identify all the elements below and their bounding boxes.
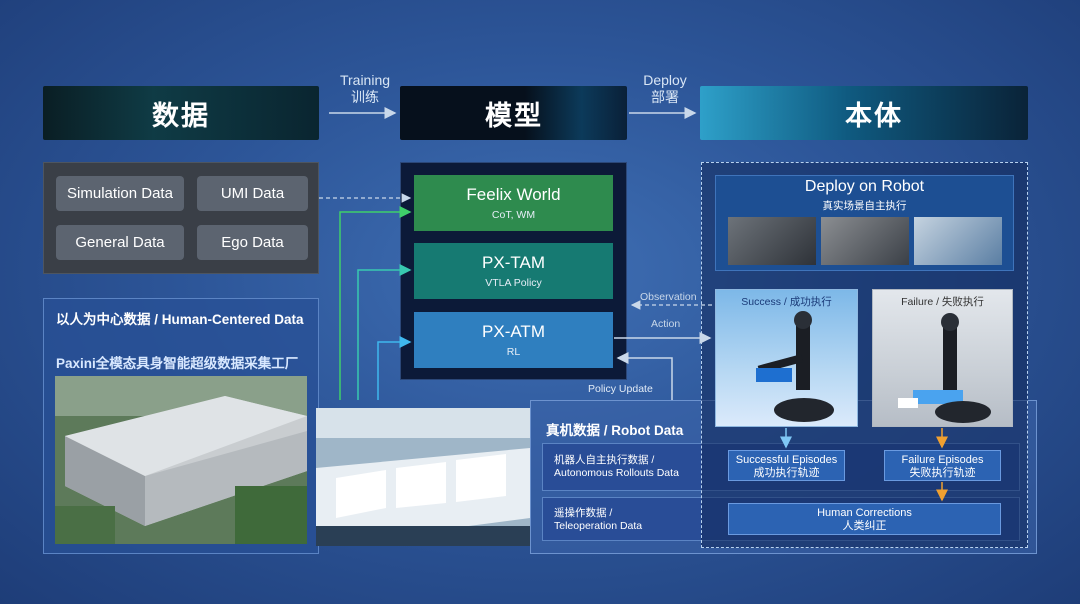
- simulation-data-chip: Simulation Data: [56, 176, 184, 211]
- human-corrections-box: Human Corrections 人类纠正: [728, 503, 1001, 535]
- deploy-on-robot-subtitle: 真实场景自主执行: [822, 200, 907, 212]
- interior-photo: [316, 408, 530, 546]
- training-en: Training: [339, 72, 391, 88]
- training-zh: 训练: [351, 89, 379, 105]
- px-tam-subtitle: VTLA Policy: [485, 277, 542, 289]
- hc-to-tam-arrow: [357, 264, 412, 400]
- deploy-en: Deploy: [643, 72, 687, 88]
- autonomous-rollouts-zh: 机器人自主执行数据 /: [554, 454, 655, 466]
- deploy-zh: 部署: [651, 89, 679, 105]
- action-label: Action: [651, 318, 681, 330]
- autonomous-rollouts-en: Autonomous Rollouts Data: [554, 467, 679, 479]
- human-corrections-en: Human Corrections: [817, 507, 912, 519]
- hc-to-atm-arrow: [377, 336, 412, 400]
- failure-label: Failure / 失败执行: [901, 296, 984, 308]
- failure-robot-photo: [872, 289, 1013, 427]
- successful-episodes-box: Successful Episodes 成功执行轨迹: [728, 450, 845, 481]
- successful-episodes-en: Successful Episodes: [735, 454, 838, 466]
- px-tam-box: PX-TAM VTLA Policy: [414, 243, 613, 299]
- teleoperation-en: Teleoperation Data: [554, 520, 643, 532]
- policy-update-label: Policy Update: [588, 383, 653, 395]
- model-header-label: 模型: [485, 100, 543, 131]
- failure-episodes-box: Failure Episodes 失败执行轨迹: [884, 450, 1001, 481]
- deploy-on-robot-title: Deploy on Robot: [804, 178, 925, 195]
- success-robot-photo: [715, 289, 858, 427]
- human-centered-title: 以人为中心数据 / Human-Centered Data: [56, 312, 304, 327]
- ego-data-label: Ego Data: [221, 234, 284, 251]
- scene-photo-1: [728, 217, 816, 265]
- scene-photo-3: [914, 217, 1002, 265]
- observation-label: Observation: [640, 291, 697, 303]
- factory-photo: [55, 376, 307, 544]
- scene-photo-2: [821, 217, 909, 265]
- model-header: 模型: [400, 86, 627, 140]
- hc-to-feelix-arrow: [339, 206, 412, 400]
- body-header-label: 本体: [845, 100, 903, 131]
- data-header-label: 数据: [152, 100, 210, 131]
- successful-episodes-zh: 成功执行轨迹: [753, 467, 820, 479]
- general-data-label: General Data: [75, 234, 165, 251]
- px-tam-title: PX-TAM: [482, 253, 545, 272]
- failure-episodes-en: Failure Episodes: [901, 454, 984, 466]
- umi-data-chip: UMI Data: [197, 176, 308, 211]
- simulation-data-label: Simulation Data: [67, 185, 173, 202]
- data-header: 数据: [43, 86, 319, 140]
- body-header: 本体: [700, 86, 1028, 140]
- human-corrections-zh: 人类纠正: [842, 520, 887, 532]
- policy-update-arrow: [616, 352, 673, 400]
- factory-caption: Paxini全模态具身智能超级数据采集工厂: [56, 356, 299, 371]
- ego-data-chip: Ego Data: [197, 225, 308, 260]
- px-atm-subtitle: RL: [506, 346, 521, 358]
- autonomous-rollouts-label: 机器人自主执行数据 / Autonomous Rollouts Data: [554, 454, 679, 480]
- feelix-world-subtitle: CoT, WM: [491, 209, 536, 221]
- feelix-world-box: Feelix World CoT, WM: [414, 175, 613, 231]
- umi-data-label: UMI Data: [220, 185, 285, 202]
- training-label: Training 训练: [330, 72, 400, 106]
- failure-episodes-zh: 失败执行轨迹: [909, 467, 976, 479]
- teleoperation-label: 遥操作数据 / Teleoperation Data: [554, 507, 642, 533]
- general-data-chip: General Data: [56, 225, 184, 260]
- success-label: Success / 成功执行: [741, 296, 832, 308]
- robot-data-title: 真机数据 / Robot Data: [546, 423, 684, 438]
- px-atm-box: PX-ATM RL: [414, 312, 613, 368]
- feelix-world-title: Feelix World: [466, 185, 561, 204]
- teleoperation-zh: 遥操作数据 /: [554, 507, 613, 519]
- deploy-label: Deploy 部署: [632, 72, 698, 106]
- px-atm-title: PX-ATM: [482, 322, 545, 341]
